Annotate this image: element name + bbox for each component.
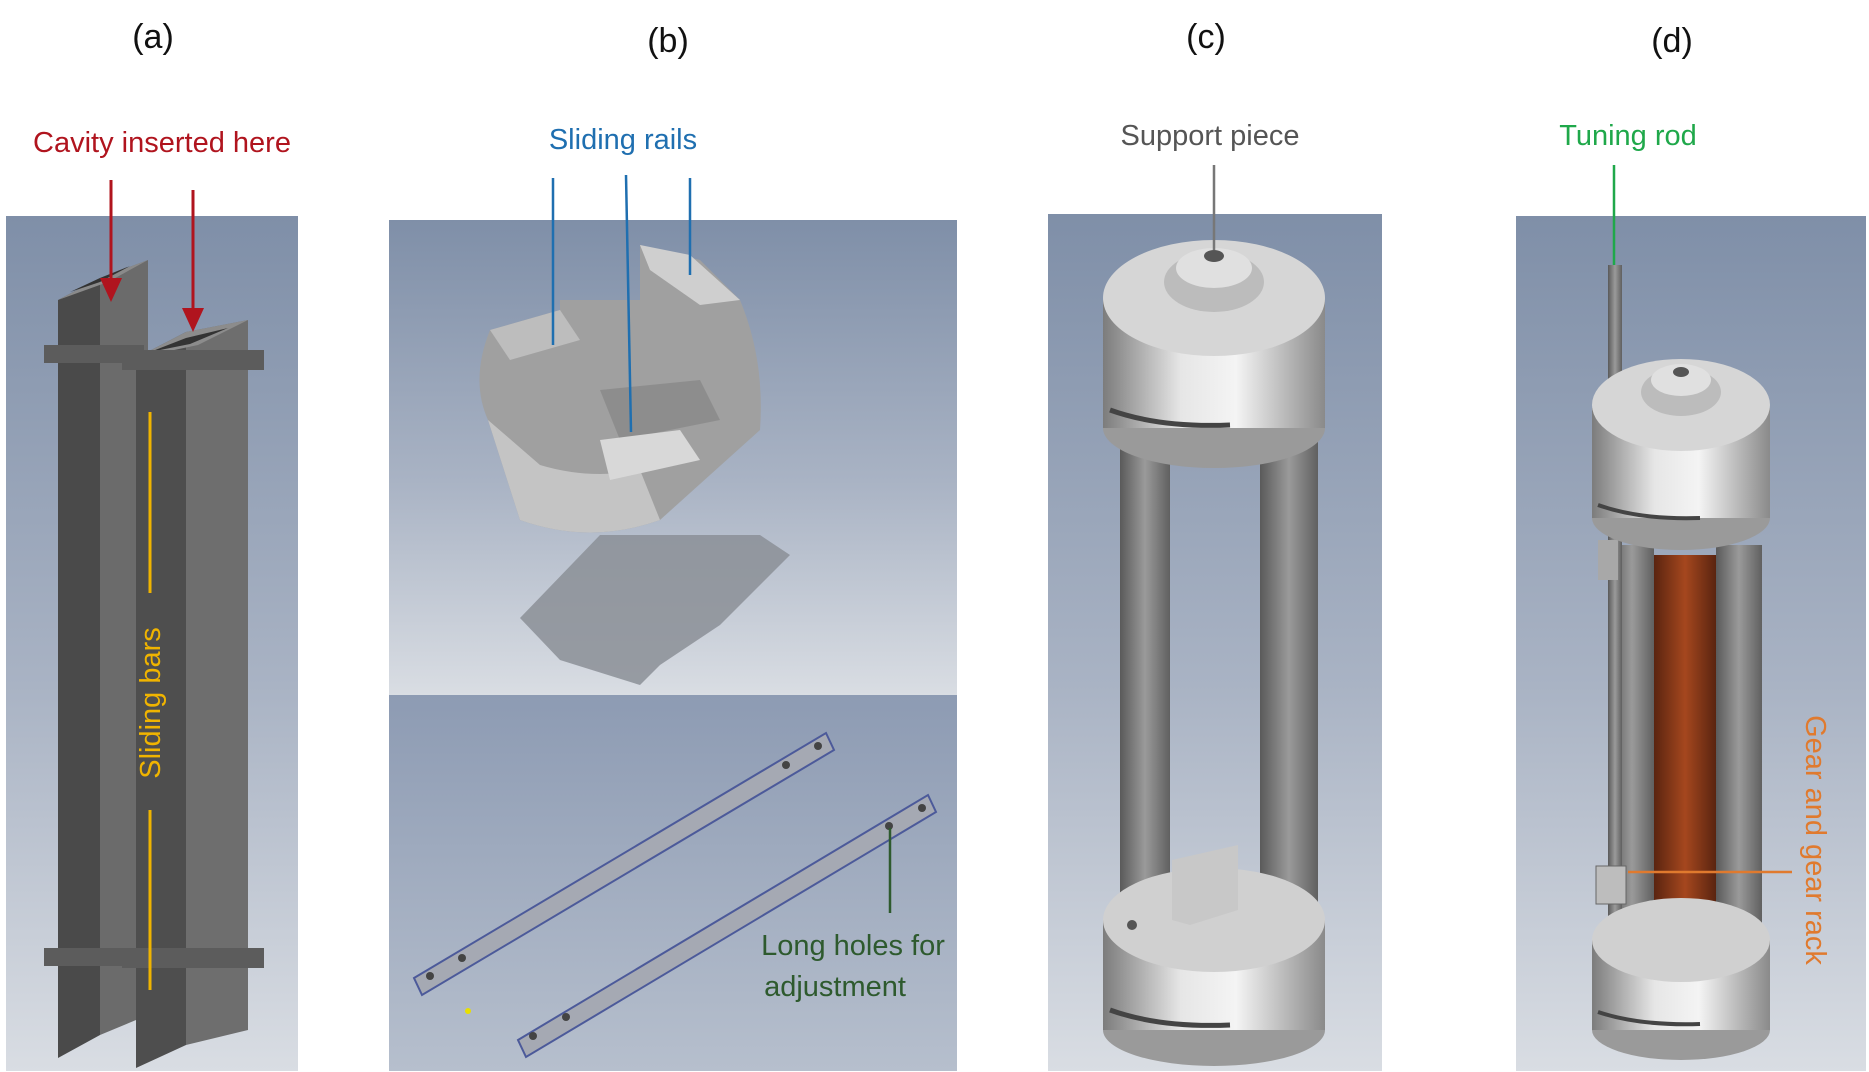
tuning-rod [1608,265,1622,935]
panel-b: Sliding rails Long holes for adjustment [389,124,957,1071]
long-holes-label-line1: Long holes for [761,930,945,962]
rail-carrier-shadow [520,535,790,685]
cavity-arrow-left [100,278,122,302]
cavity-inserted-label: Cavity inserted here [33,127,291,159]
long-holes-label-line2: adjustment [764,971,906,1003]
panel-b-letter: (b) [647,22,689,60]
gear-label: Gear and gear rack [1799,715,1831,965]
panel-d: Tuning rod Gear and gear rack [1516,120,1866,1071]
support-piece-label: Support piece [1121,120,1300,152]
cavity-arrow-right [182,308,204,332]
panel-c-letter: (c) [1186,18,1226,56]
tuning-rod-label: Tuning rod [1559,120,1697,152]
adjustment-rails [412,731,938,1059]
sliding-bars-model [44,260,264,1068]
sliding-rails-label: Sliding rails [549,124,697,156]
tuning-assembly-model [1592,265,1770,1060]
sliding-bars-label: Sliding bars [135,627,167,779]
support-assembly-model [1103,240,1325,1066]
panel-a-letter: (a) [132,18,174,56]
panel-b-bottom-background [389,695,957,1071]
panel-d-letter: (d) [1651,22,1693,60]
panel-a: Cavity inserted here Sliding bars [6,127,298,1071]
gear [1595,865,1627,905]
panel-c: Support piece [1048,120,1382,1071]
